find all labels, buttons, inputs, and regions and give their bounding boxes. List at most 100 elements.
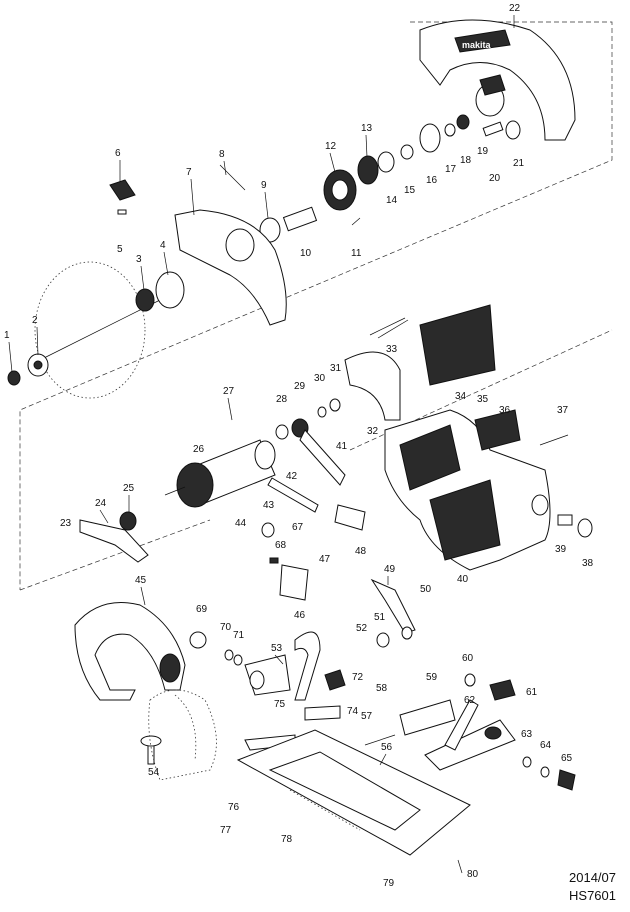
callout-64: 64 — [540, 740, 552, 751]
callout-31: 31 — [330, 363, 342, 374]
callout-36: 36 — [499, 405, 511, 416]
callout-21: 21 — [513, 158, 525, 169]
callout-28: 28 — [276, 394, 288, 405]
switch-parts — [261, 429, 366, 601]
callout-53: 53 — [271, 643, 283, 654]
callout-35: 35 — [477, 394, 489, 405]
callout-54: 54 — [148, 767, 160, 778]
callout-70: 70 — [220, 622, 232, 633]
callout-56: 56 — [381, 742, 393, 753]
callout-61: 61 — [526, 687, 538, 698]
callout-22: 22 — [509, 3, 521, 14]
depth-guide-parts — [244, 631, 341, 751]
lower-guard-part — [109, 179, 287, 326]
callout-78: 78 — [281, 834, 293, 845]
switch-lever-parts — [79, 519, 149, 563]
callout-25: 25 — [123, 483, 135, 494]
saw-blade-outline — [34, 261, 146, 399]
brand-logo-text: makita — [462, 40, 492, 50]
callout-75: 75 — [274, 699, 286, 710]
callout-51: 51 — [374, 612, 386, 623]
callout-40: 40 — [457, 574, 469, 585]
callout-6: 6 — [115, 148, 121, 159]
callout-2: 2 — [32, 315, 38, 326]
callout-49: 49 — [384, 564, 396, 575]
callout-18: 18 — [460, 155, 472, 166]
callout-46: 46 — [294, 610, 306, 621]
callout-52: 52 — [356, 623, 368, 634]
callout-14: 14 — [386, 195, 398, 206]
callout-12: 12 — [325, 141, 337, 152]
callout-5: 5 — [117, 244, 123, 255]
callout-50: 50 — [420, 584, 432, 595]
callout-72: 72 — [352, 672, 364, 683]
callout-labels: 1 2 3 4 5 6 7 8 9 10 11 12 13 14 15 16 1… — [4, 3, 594, 889]
revision-date: 2014/07 — [569, 870, 616, 885]
callout-77: 77 — [220, 825, 232, 836]
reference-sketch — [148, 689, 217, 781]
blade-bolt-parts — [7, 353, 49, 386]
callout-80: 80 — [467, 869, 479, 880]
callout-26: 26 — [193, 444, 205, 455]
callout-29: 29 — [294, 381, 306, 392]
armature-part — [119, 398, 341, 531]
callout-3: 3 — [136, 254, 142, 265]
callout-23: 23 — [60, 518, 72, 529]
leader-lines — [8, 15, 515, 874]
callout-79: 79 — [383, 878, 395, 889]
callout-71: 71 — [233, 630, 245, 641]
callout-11: 11 — [351, 248, 362, 259]
callout-47: 47 — [319, 554, 331, 565]
callout-30: 30 — [314, 373, 326, 384]
callout-37: 37 — [557, 405, 569, 416]
callout-41: 41 — [336, 441, 348, 452]
callout-19: 19 — [477, 146, 489, 157]
spindle-parts — [219, 114, 521, 243]
callout-15: 15 — [404, 185, 416, 196]
callout-44: 44 — [235, 518, 247, 529]
callout-34: 34 — [455, 391, 467, 402]
callout-20: 20 — [489, 173, 501, 184]
callout-43: 43 — [263, 500, 275, 511]
callout-9: 9 — [261, 180, 267, 191]
callout-33: 33 — [386, 344, 398, 355]
callout-65: 65 — [561, 753, 573, 764]
callout-45: 45 — [135, 575, 147, 586]
callout-69: 69 — [196, 604, 208, 615]
callout-60: 60 — [462, 653, 474, 664]
callout-62: 62 — [464, 695, 476, 706]
callout-38: 38 — [582, 558, 594, 569]
fastener-parts — [140, 319, 593, 791]
callout-48: 48 — [355, 546, 367, 557]
callout-58: 58 — [376, 683, 388, 694]
callout-63: 63 — [521, 729, 533, 740]
callout-13: 13 — [361, 123, 373, 134]
callout-32: 32 — [367, 426, 379, 437]
callout-59: 59 — [426, 672, 438, 683]
base-plate-part — [236, 729, 471, 856]
callout-27: 27 — [223, 386, 235, 397]
field-parts — [344, 304, 496, 421]
callout-17: 17 — [445, 164, 457, 175]
callout-4: 4 — [160, 240, 166, 251]
callout-7: 7 — [186, 167, 192, 178]
callout-76: 76 — [228, 802, 240, 813]
bevel-bracket-parts — [399, 699, 516, 771]
callout-74: 74 — [347, 706, 359, 717]
callout-8: 8 — [219, 149, 225, 160]
model-number: HS7601 — [569, 888, 616, 903]
callout-10: 10 — [300, 248, 312, 259]
callout-16: 16 — [426, 175, 438, 186]
callout-1: 1 — [4, 330, 10, 341]
blade-guard-part: makita — [419, 19, 576, 141]
callout-39: 39 — [555, 544, 567, 555]
callout-68: 68 — [275, 540, 287, 551]
callout-42: 42 — [286, 471, 298, 482]
callout-57: 57 — [361, 711, 373, 722]
handle-part — [74, 602, 186, 701]
callout-24: 24 — [95, 498, 107, 509]
motor-housing-part — [384, 409, 551, 571]
callout-67: 67 — [292, 522, 304, 533]
